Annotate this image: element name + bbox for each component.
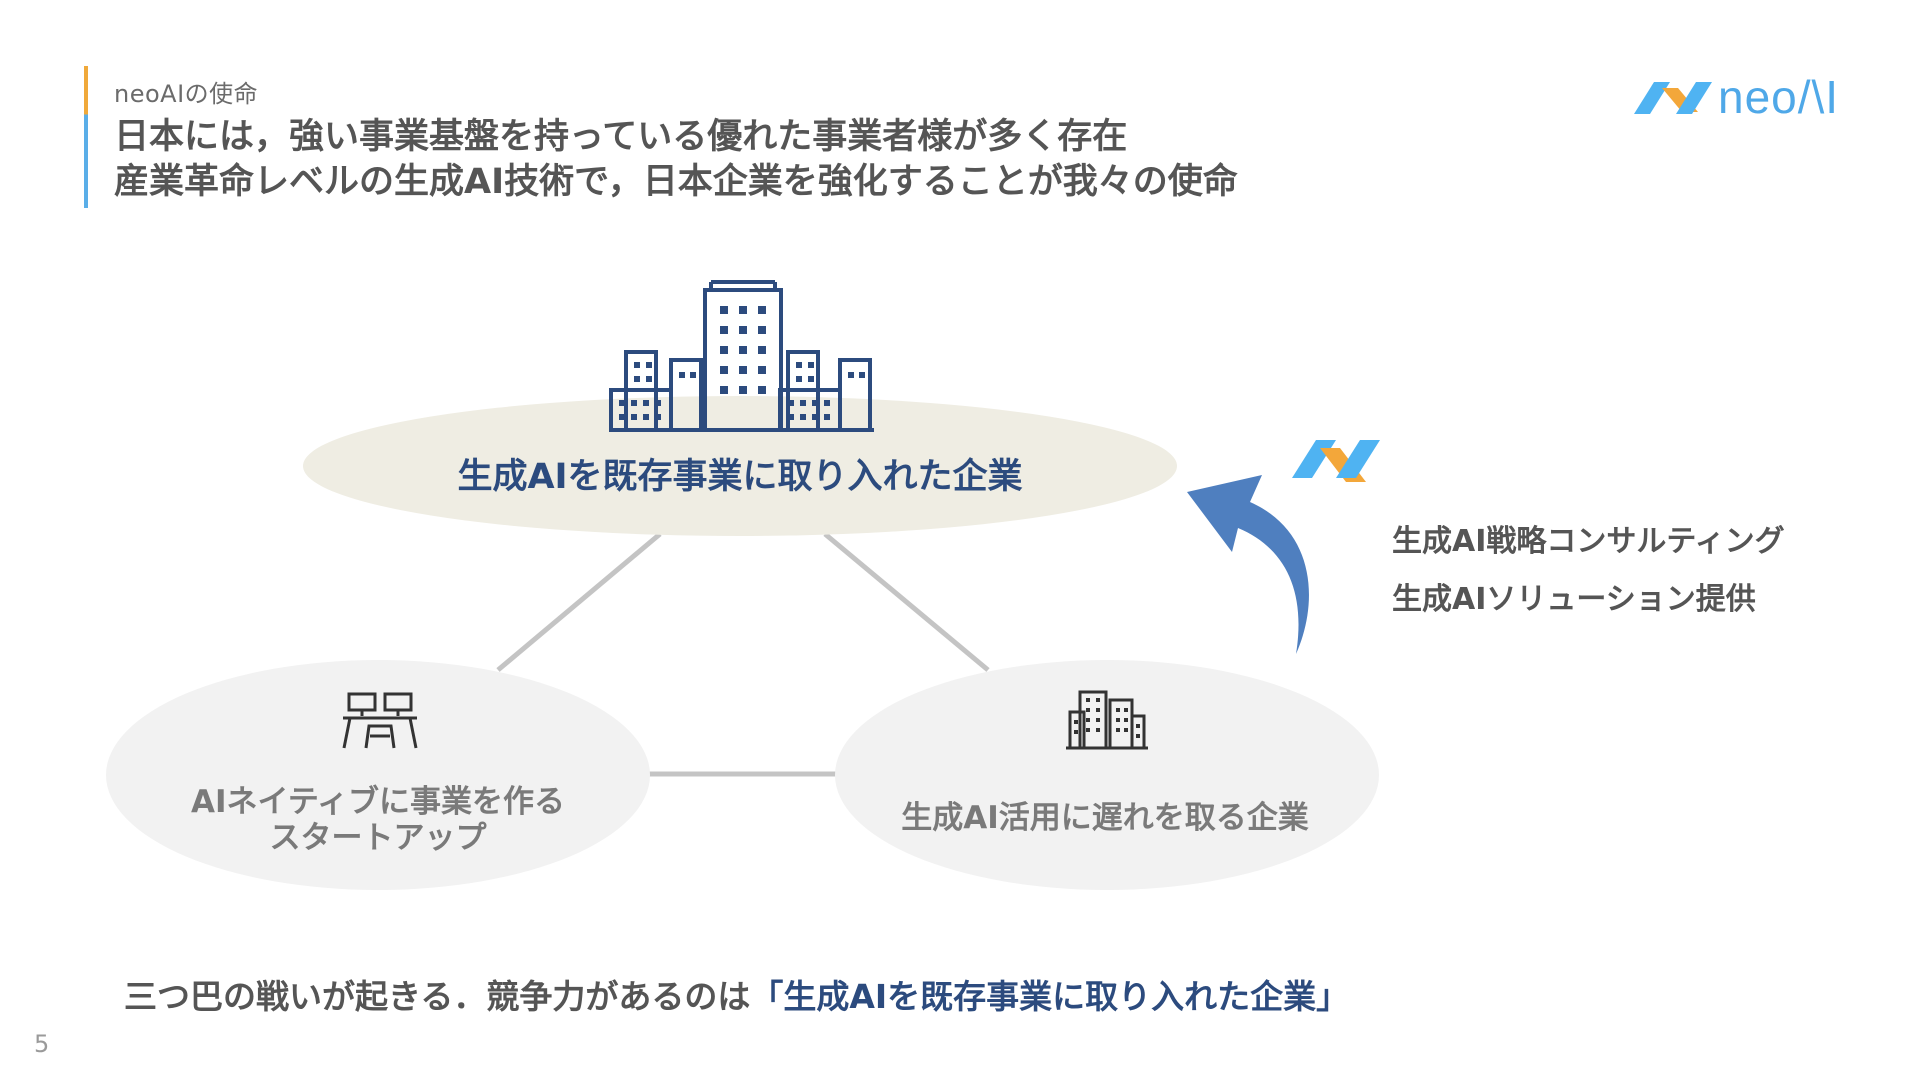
headline-line-1: 日本には，強い事業基盤を持っている優れた事業者様が多く存在 xyxy=(114,117,1128,157)
connector-top-left xyxy=(496,532,662,672)
city-buildings-icon xyxy=(609,280,874,432)
page-headline: 日本には，強い事業基盤を持っている優れた事業者様が多く存在 産業革命レベルの生成… xyxy=(114,115,1238,205)
left-ellipse-label: AIネイティブに事業を作る スタートアップ xyxy=(108,784,648,856)
office-buildings-icon xyxy=(1066,690,1148,750)
offering-consulting: 生成AI戦略コンサルティング xyxy=(1392,524,1785,559)
offering-solutions: 生成AIソリューション提供 xyxy=(1392,582,1756,617)
ellipse-left xyxy=(106,660,650,890)
desks-workstation-icon xyxy=(342,692,418,749)
ellipse-right xyxy=(835,660,1379,890)
ellipse-top xyxy=(303,396,1177,536)
neoai-bird-logo-icon xyxy=(1634,82,1712,114)
top-ellipse-label: 生成AIを既存事業に取り入れた企業 xyxy=(457,457,1023,497)
right-ellipse-label: 生成AI活用に遅れを取る企業 xyxy=(901,800,1309,836)
city-buildings-windows xyxy=(619,306,865,420)
conclusion-prefix: 三つ巴の戦いが起きる．競争力があるのは xyxy=(124,977,751,1016)
neoai-bird-small-icon xyxy=(1292,440,1380,482)
page-number: 5 xyxy=(34,1030,50,1058)
header-accent-bar xyxy=(84,66,88,208)
conclusion-highlight: 「生成AIを既存事業に取り入れた企業」 xyxy=(750,977,1350,1016)
conclusion-text: 三つ巴の戦いが起きる．競争力があるのは「生成AIを既存事業に取り入れた企業」 xyxy=(124,970,1349,1018)
connector-top-right xyxy=(823,532,990,672)
left-ellipse-label-line2: スタートアップ xyxy=(269,820,487,856)
headline-line-2: 産業革命レベルの生成AI技術で，日本企業を強化することが我々の使命 xyxy=(114,162,1238,202)
curved-up-arrow-icon xyxy=(1187,475,1309,654)
section-label: neoAIの使命 xyxy=(114,80,259,108)
office-buildings-windows xyxy=(1074,698,1140,738)
left-ellipse-label-line1: AIネイティブに事業を作る xyxy=(190,784,566,820)
logo-wordmark: neo/\I xyxy=(1718,71,1840,123)
